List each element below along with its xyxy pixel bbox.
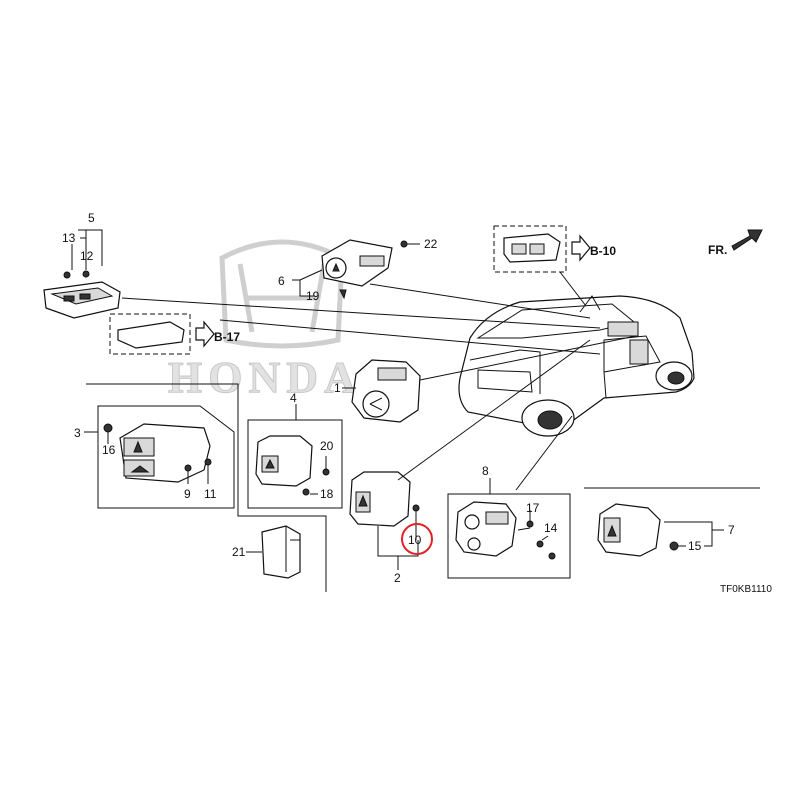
part-2-switch: 2 10: [349, 339, 591, 585]
diagram-code: TF0KB1110: [720, 584, 772, 595]
ref-b17-label: B-17: [214, 330, 240, 344]
callout-12: 12: [80, 249, 94, 263]
callout-17: 17: [526, 501, 540, 515]
callout-20: 20: [320, 439, 334, 453]
part-4-switch: 4 20 18: [247, 391, 343, 509]
callout-4: 4: [290, 391, 297, 405]
callout-8: 8: [482, 464, 489, 478]
callout-19: 19: [306, 289, 320, 303]
front-label: FR.: [708, 243, 727, 257]
callout-18: 18: [320, 487, 334, 501]
callout-10: 10: [408, 533, 422, 547]
part-7-switch: 7 15: [597, 503, 735, 557]
part-1-switch-cluster: 1: [334, 335, 637, 423]
part-21-blank-cover: 21: [232, 525, 301, 579]
ref-b10-label: B-10: [590, 244, 616, 258]
callout-9: 9: [184, 487, 191, 501]
callout-21: 21: [232, 545, 246, 559]
reference-b10: B-10: [493, 225, 616, 307]
callout-6: 6: [278, 274, 285, 288]
watermark-text: HONDA: [168, 353, 362, 402]
callout-5: 5: [88, 211, 95, 225]
highlight-ring: [401, 523, 433, 555]
callout-15: 15: [688, 539, 702, 553]
vehicle-outline: [458, 295, 695, 437]
brand-watermark: HONDA: [168, 239, 362, 403]
part-8-switch: 8 17 14: [447, 415, 573, 579]
callout-16: 16: [102, 443, 116, 457]
callout-13: 13: [62, 231, 76, 245]
reference-b17: B-17: [109, 313, 240, 355]
part-6-switch: 22 6 19: [278, 237, 438, 303]
front-direction-indicator: FR.: [708, 229, 763, 257]
callout-1: 1: [334, 381, 341, 395]
callout-2: 2: [394, 571, 401, 585]
part-5-switch-assembly: 5 13 12: [43, 211, 121, 319]
callout-3: 3: [74, 426, 81, 440]
callout-7: 7: [728, 523, 735, 537]
callout-11: 11: [204, 487, 217, 501]
callout-22: 22: [424, 237, 438, 251]
leader-line: [219, 319, 601, 355]
part-3-switch: 3 16 9 11: [74, 405, 235, 509]
callout-14: 14: [544, 521, 558, 535]
